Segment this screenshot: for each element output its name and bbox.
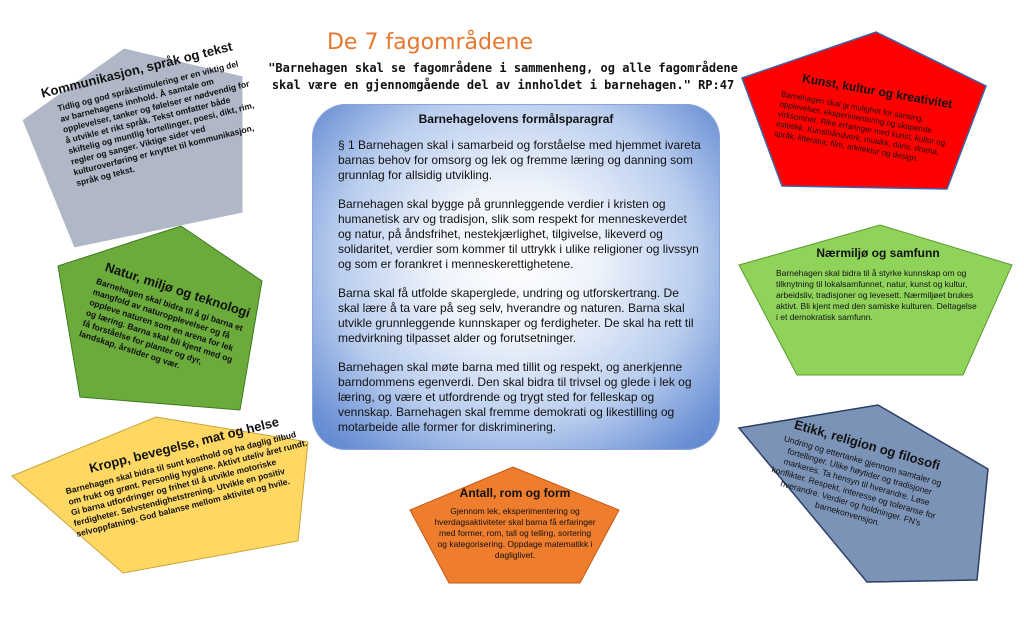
pentagon-natur — [57, 225, 263, 411]
area-narmiljo-text: Barnehagen skal bidra til å styrke kunns… — [776, 268, 977, 322]
pentagon-kropp — [11, 416, 309, 574]
pentagon-antall — [409, 466, 620, 584]
area-narmiljo-title: Nærmiljø og samfunn — [816, 246, 940, 260]
paragraph: § 1 Barnehagen skal i samarbeid og forst… — [338, 138, 701, 182]
rp-quote: "Barnehagen skal se fagområdene i sammen… — [268, 61, 738, 92]
formalsparagraf-text: § 1 Barnehagen skal i samarbeid og forst… — [338, 138, 703, 449]
area-antall-title: Antall, rom og form — [459, 486, 571, 500]
paragraph: Barna skal få utfolde skaperglede, undri… — [338, 286, 694, 345]
pentagon-kommunikasjon — [21, 47, 244, 249]
pentagon-etikk — [737, 404, 989, 583]
paragraph: Barnehagen skal bygge på grunnleggende v… — [338, 197, 699, 271]
page-title: De 7 fagområdene — [326, 30, 534, 55]
area-antall-text: Gjennom lek, eksperimentering og hverdag… — [434, 506, 596, 560]
pentagon-narmiljo — [738, 224, 1013, 376]
formalsparagraf-box: Barnehagelovens formålsparagraf § 1 Barn… — [312, 104, 720, 450]
area-narmiljo: Nærmiljø og samfunn Barnehagen skal bidr… — [776, 246, 980, 323]
pentagon-kunst — [741, 31, 987, 190]
area-antall: Antall, rom og form Gjennom lek, eksperi… — [434, 486, 596, 561]
paragraph: Barnehagen skal møte barna med tillit og… — [338, 360, 692, 434]
formalsparagraf-title: Barnehagelovens formålsparagraf — [418, 112, 614, 126]
